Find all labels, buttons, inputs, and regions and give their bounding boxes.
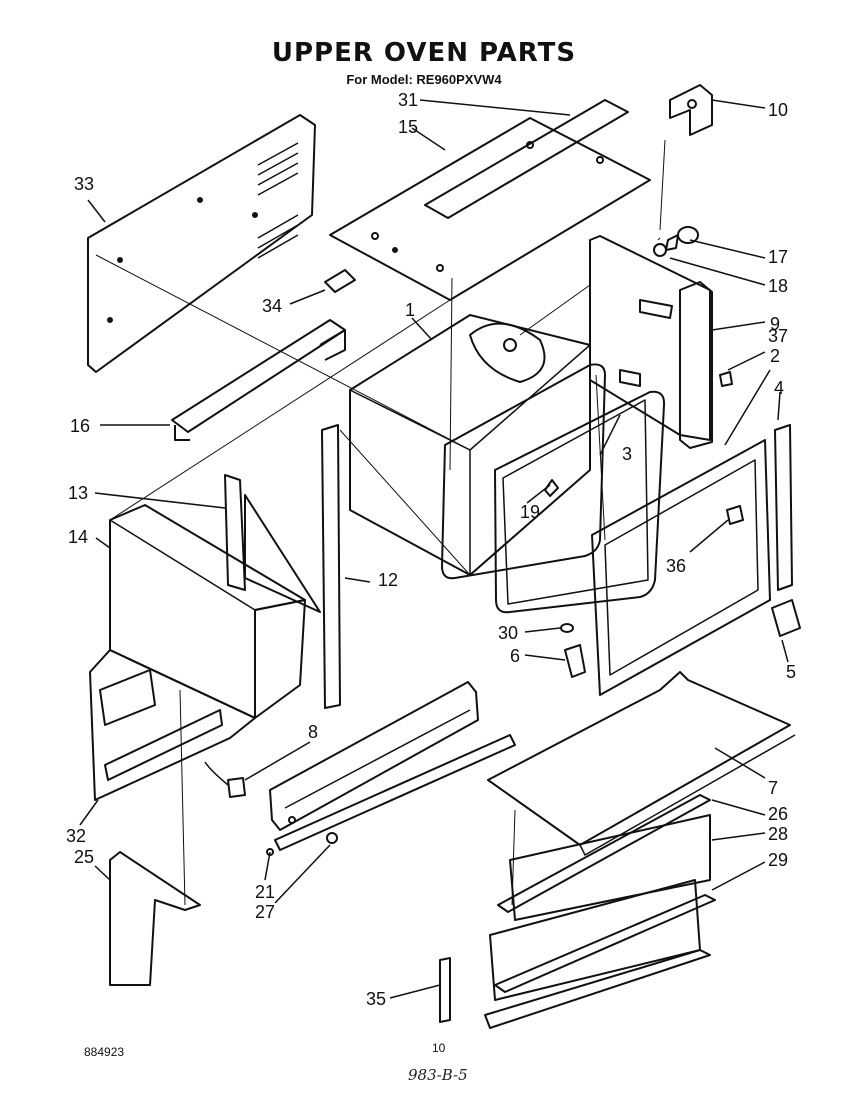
- callout-14: 14: [68, 527, 88, 547]
- clip-part: [324, 269, 356, 293]
- right-side-panel-part: [589, 235, 713, 449]
- leader-lines: [79, 99, 789, 999]
- oven-cavity-part: [349, 314, 591, 576]
- callout-26: 26: [768, 804, 788, 824]
- callout-19: 19: [520, 502, 540, 522]
- front-box-part: [109, 504, 306, 719]
- callout-25: 25: [74, 847, 94, 867]
- lower-side-panel-part: [89, 649, 256, 801]
- door-frame-part: [591, 439, 771, 696]
- part-number: 884923: [84, 1045, 125, 1059]
- callout-8: 8: [308, 722, 318, 742]
- door-gasket-part: [441, 363, 666, 614]
- bracket-part: [669, 84, 713, 136]
- page-title: UPPER OVEN PARTS: [271, 38, 577, 68]
- small-hardware-part: [544, 371, 744, 525]
- callout-5: 5: [786, 662, 796, 682]
- callout-17: 17: [768, 247, 788, 267]
- callout-9: 9: [770, 314, 780, 334]
- callout-37: 37: [768, 326, 788, 346]
- handwritten-note: 983-B-5: [408, 1066, 468, 1084]
- callout-13: 13: [68, 483, 88, 503]
- callout-35: 35: [366, 989, 386, 1009]
- small-post-part: [439, 879, 711, 1029]
- lower-side-piece-part: [109, 851, 201, 986]
- callout-34: 34: [262, 296, 282, 316]
- model-subtitle: For Model: RE960PXVW4: [346, 72, 502, 87]
- callout-2: 2: [770, 346, 780, 366]
- page-number: 10: [432, 1041, 446, 1055]
- front-control-panel-part: [509, 814, 711, 921]
- callout-33: 33: [74, 174, 94, 194]
- vertical-post-part: [321, 424, 341, 709]
- assembly-lines: [95, 139, 666, 906]
- door-strip-part: [774, 424, 793, 591]
- callout-27: 27: [255, 902, 275, 922]
- callout-36: 36: [666, 556, 686, 576]
- trim-strip-part: [494, 894, 716, 993]
- callout-10: 10: [768, 100, 788, 120]
- rail-part: [171, 319, 346, 441]
- divider-panel-part: [224, 474, 321, 613]
- callout-15: 15: [398, 117, 418, 137]
- front-trim-channel-part: [266, 681, 516, 856]
- rear-panel-part: [87, 114, 316, 373]
- callout-6: 6: [510, 646, 520, 666]
- callout-4: 4: [774, 378, 784, 398]
- callout-31: 31: [398, 90, 418, 110]
- callout-28: 28: [768, 824, 788, 844]
- callout-30: 30: [498, 623, 518, 643]
- callout-21: 21: [255, 882, 275, 902]
- callout-29: 29: [768, 850, 788, 870]
- callout-1: 1: [405, 300, 415, 320]
- hinge-part: [771, 599, 801, 637]
- callout-18: 18: [768, 276, 788, 296]
- callout-32: 32: [66, 826, 86, 846]
- callout-7: 7: [768, 778, 778, 798]
- callout-12: 12: [378, 570, 398, 590]
- top-panel-part: [329, 99, 651, 301]
- switch-part: [204, 761, 246, 798]
- callout-labels: 1 2 3 4 5 6 7 8 9 10 12 13 14 15 16 17 1…: [66, 90, 796, 1009]
- bottom-rail-part: [497, 794, 711, 913]
- small-bracket-part: [560, 623, 586, 678]
- light-socket-part: [653, 226, 699, 257]
- callout-16: 16: [70, 416, 90, 436]
- callout-3: 3: [622, 444, 632, 464]
